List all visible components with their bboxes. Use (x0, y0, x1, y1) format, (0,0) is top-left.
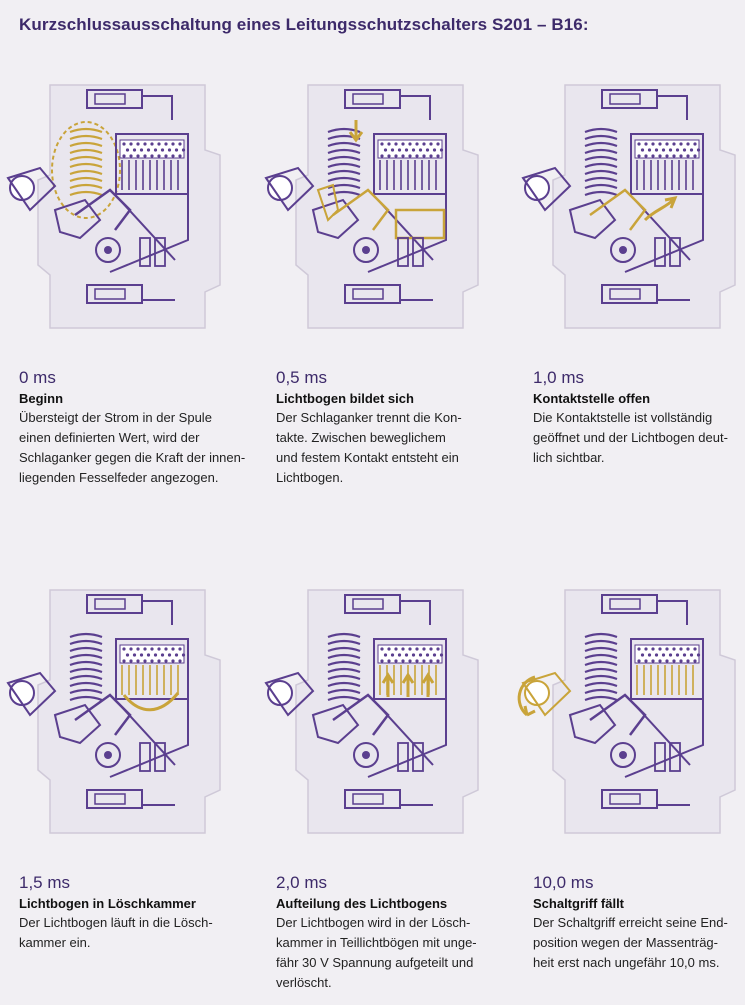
step-description: Der Lichtbogen läuft in die Lösch- kamme… (19, 915, 213, 950)
breaker-diagram (6, 84, 221, 329)
step-heading: Lichtbogen bildet sich (276, 391, 414, 406)
step-heading: Aufteilung des Lichtbogens (276, 896, 448, 911)
step-heading: Schaltgriff fällt (533, 896, 625, 911)
breaker-diagram (264, 589, 479, 834)
step-description: Die Kontaktstelle ist vollständig geöffn… (533, 410, 728, 465)
step-time: 1,0 ms (533, 368, 585, 387)
breaker-diagram (264, 84, 479, 329)
step-time: 1,5 ms (19, 873, 71, 892)
step-heading: Beginn (19, 391, 64, 406)
step-time: 2,0 ms (276, 873, 328, 892)
step-description: Der Lichtbogen wird in der Lösch- kammer… (276, 915, 477, 990)
page-title: Kurzschlussausschaltung eines Leitungssc… (19, 15, 589, 34)
step-time: 0,5 ms (276, 368, 328, 387)
breaker-diagram (6, 589, 221, 834)
step-time: 0 ms (19, 368, 56, 387)
step-heading: Kontaktstelle offen (533, 391, 651, 406)
step-description: Übersteigt der Strom in der Spule einen … (19, 410, 246, 485)
step-heading: Lichtbogen in Löschkammer (19, 896, 196, 911)
step-time: 10,0 ms (533, 873, 594, 892)
step-description: Der Schaltgriff erreicht seine End- posi… (533, 915, 728, 970)
breaker-diagram (521, 84, 736, 329)
breaker-diagram (517, 589, 736, 834)
step-description: Der Schlaganker trennt die Kon- takte. Z… (276, 410, 462, 485)
